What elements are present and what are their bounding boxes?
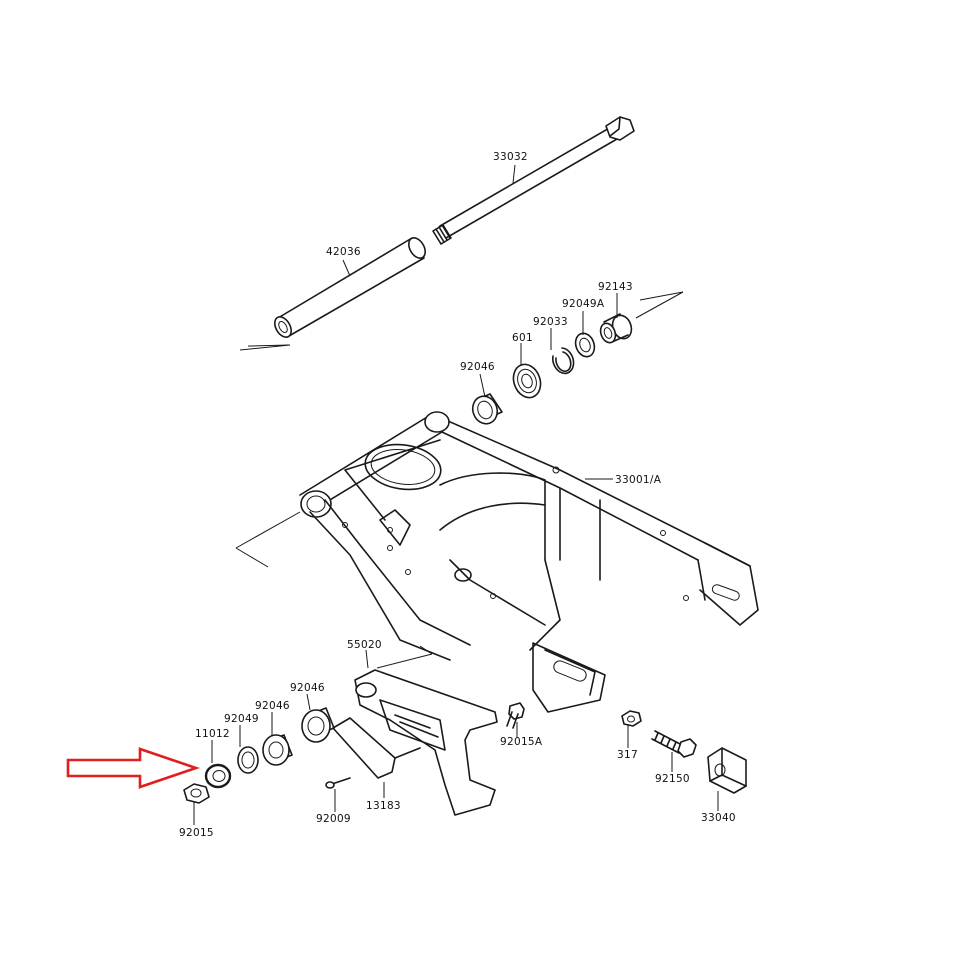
- collar-11012: [204, 763, 232, 789]
- circlip-92033: [551, 347, 575, 375]
- label-13183: 13183: [366, 800, 401, 812]
- seal-92049: [237, 746, 259, 774]
- label-11012: 11012: [195, 728, 230, 740]
- needle-bearing-92046-a: [301, 707, 335, 743]
- chain-guide-55020: [332, 669, 498, 816]
- label-92015A: 92015A: [500, 736, 543, 748]
- label-92046-a: 92046: [290, 682, 325, 694]
- adjuster-33040: [707, 747, 747, 794]
- red-outline-arrow-icon: [66, 747, 201, 789]
- shaft-33032: [432, 116, 635, 245]
- needle-bearing-92046-top: [471, 393, 503, 425]
- needle-bearing-92046-b: [262, 734, 293, 766]
- label-92009: 92009: [316, 813, 351, 825]
- screw-92009: [325, 777, 351, 789]
- label-33001A: 33001/A: [615, 474, 662, 486]
- center-lines: [235, 291, 684, 669]
- label-92150: 92150: [655, 773, 690, 785]
- bolt-92015A: [506, 702, 525, 729]
- seal-92049A: [574, 332, 596, 358]
- bolt-92150: [651, 730, 697, 758]
- label-92046-b: 92046: [255, 700, 290, 712]
- nut-317: [621, 710, 642, 727]
- label-92015: 92015: [179, 827, 214, 839]
- bearing-601: [512, 363, 542, 399]
- label-92143: 92143: [598, 281, 633, 293]
- label-92049A: 92049A: [562, 298, 605, 310]
- sleeve-42036: [274, 237, 426, 338]
- label-601: 601: [512, 332, 533, 344]
- label-92033: 92033: [533, 316, 568, 328]
- label-317: 317: [617, 749, 638, 761]
- label-92049: 92049: [224, 713, 259, 725]
- label-33040: 33040: [701, 812, 736, 824]
- part-labels: 33032 42036 92143 92049A 92033 601 92046…: [179, 151, 736, 839]
- label-33032: 33032: [493, 151, 528, 163]
- nut-92015: [183, 783, 210, 804]
- label-92046-top: 92046: [460, 361, 495, 373]
- collar-92143: [599, 313, 633, 344]
- label-42036: 42036: [326, 246, 361, 258]
- label-55020: 55020: [347, 639, 382, 651]
- leader-lines: [193, 164, 719, 825]
- swingarm-33001A: [299, 411, 759, 713]
